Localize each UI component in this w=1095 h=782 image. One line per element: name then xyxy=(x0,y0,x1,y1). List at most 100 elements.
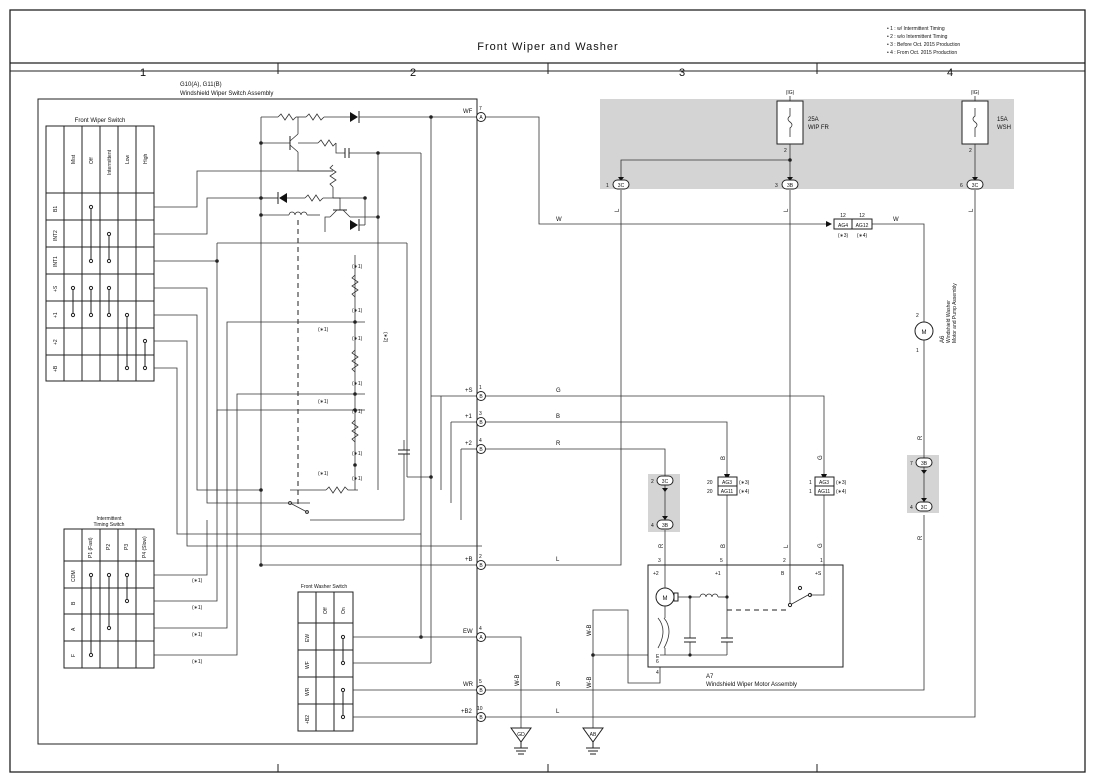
svg-text:G: G xyxy=(556,388,561,394)
svg-text:(∗1): (∗1) xyxy=(352,381,363,387)
svg-text:AG3: AG3 xyxy=(722,480,732,486)
svg-text:Windshield Washer: Windshield Washer xyxy=(946,300,952,343)
svg-text:WR: WR xyxy=(305,687,311,696)
zone-2: 2 xyxy=(410,67,416,79)
svg-text:+2: +2 xyxy=(465,441,473,447)
svg-text:2: 2 xyxy=(651,479,654,485)
zone-3: 3 xyxy=(679,67,685,79)
svg-text:1: 1 xyxy=(479,385,482,391)
svg-text:3C: 3C xyxy=(662,479,669,485)
svg-text:B: B xyxy=(479,563,483,569)
svg-text:(∗1): (∗1) xyxy=(192,605,203,611)
svg-text:+S: +S xyxy=(53,285,59,292)
junction-ag4-ag12: AG4 AG12 12 12 (∗3) (∗4) xyxy=(833,213,873,239)
svg-text:Windshield Wiper Motor Assembl: Windshield Wiper Motor Assembly xyxy=(706,682,797,688)
svg-text:B: B xyxy=(479,447,483,453)
svg-text:B: B xyxy=(721,544,727,548)
page-title: Front Wiper and Washer xyxy=(477,41,618,53)
top-connectors: 3C 1 3B 3 3C 6 xyxy=(606,177,984,190)
svg-text:2: 2 xyxy=(969,148,972,154)
svg-text:W-B: W-B xyxy=(515,674,521,686)
ground-ab: AB xyxy=(582,727,604,755)
svg-text:W: W xyxy=(556,217,562,223)
front-wiper-switch-title: Front Wiper Switch xyxy=(75,118,126,124)
svg-text:P2: P2 xyxy=(106,544,112,550)
svg-text:W-B: W-B xyxy=(587,624,593,636)
washer-switch-title: Front Washer Switch xyxy=(301,584,347,590)
svg-text:+S: +S xyxy=(815,571,822,577)
fuse-block-shade xyxy=(600,99,1014,189)
svg-text:(∗1): (∗1) xyxy=(352,264,363,270)
svg-text:+1: +1 xyxy=(465,414,473,420)
svg-text:F: F xyxy=(71,654,77,657)
svg-text:P3: P3 xyxy=(124,544,130,550)
svg-text:B: B xyxy=(479,715,483,721)
svg-text:Intermittent: Intermittent xyxy=(107,149,113,175)
svg-text:(∗1): (∗1) xyxy=(352,308,363,314)
note-2: • 2 : w/o Intermittent Timing xyxy=(887,34,948,40)
svg-text:WIP FR: WIP FR xyxy=(808,125,830,131)
svg-text:R: R xyxy=(918,535,924,540)
svg-text:3C: 3C xyxy=(618,183,625,189)
svg-text:3: 3 xyxy=(658,558,661,564)
svg-text:+B2: +B2 xyxy=(461,709,473,715)
note-1: • 1 : w/ Intermittent Timing xyxy=(887,26,945,32)
svg-text:Low: Low xyxy=(125,154,131,164)
svg-text:3: 3 xyxy=(775,183,778,189)
svg-text:E: E xyxy=(656,654,660,660)
svg-text:(∗1): (∗1) xyxy=(192,578,203,584)
svg-text:(∗1): (∗1) xyxy=(192,632,203,638)
svg-text:AG12: AG12 xyxy=(856,223,869,229)
timing-switch-title-2: Timing Switch xyxy=(94,522,125,528)
junction-ag3-ag11-g: AG3 AG11 1 1 (∗3) (∗4) xyxy=(809,476,847,496)
svg-text:5: 5 xyxy=(479,679,482,685)
svg-text:B1: B1 xyxy=(53,206,59,212)
svg-text:B: B xyxy=(479,420,483,426)
svg-text:L: L xyxy=(969,208,975,212)
svg-text:4: 4 xyxy=(656,670,659,676)
svg-text:WF: WF xyxy=(305,661,311,669)
svg-text:(∗1): (∗1) xyxy=(352,409,363,415)
svg-text:AG3: AG3 xyxy=(819,480,829,486)
svg-text:(IG): (IG) xyxy=(971,90,980,96)
zone-4: 4 xyxy=(947,67,953,79)
svg-text:(∗1): (∗1) xyxy=(352,336,363,342)
svg-text:WR: WR xyxy=(463,682,474,688)
svg-text:AB: AB xyxy=(590,732,597,738)
intermittent-timing-switch: Intermittent Timing Switch P1 (Fast) P2 … xyxy=(63,516,155,669)
svg-text:+1: +1 xyxy=(715,571,721,577)
svg-text:1: 1 xyxy=(809,480,812,486)
svg-text:(∗1): (∗1) xyxy=(352,451,363,457)
svg-text:L: L xyxy=(556,557,560,563)
svg-text:AG4: AG4 xyxy=(838,223,848,229)
svg-text:20: 20 xyxy=(707,480,713,486)
svg-text:GD: GD xyxy=(517,732,525,738)
svg-text:COM: COM xyxy=(71,570,77,582)
svg-text:B: B xyxy=(721,456,727,460)
svg-text:4: 4 xyxy=(479,626,482,632)
svg-text:7: 7 xyxy=(479,106,482,112)
svg-text:A: A xyxy=(479,635,483,641)
svg-text:(∗1): (∗1) xyxy=(318,471,329,477)
switch-assembly-name: Windshield Wiper Switch Assembly xyxy=(180,91,273,97)
svg-text:B: B xyxy=(556,414,560,420)
svg-text:EW: EW xyxy=(463,629,473,635)
note-3: • 3 : Before Oct. 2015 Production xyxy=(887,42,960,48)
notes: • 1 : w/ Intermittent Timing • 2 : w/o I… xyxy=(887,26,960,56)
svg-text:A6: A6 xyxy=(940,335,946,343)
svg-text:10: 10 xyxy=(477,706,483,712)
note-4: • 4 : From Oct. 2015 Production xyxy=(887,50,957,56)
svg-text:1: 1 xyxy=(606,183,609,189)
wiper-motor-assembly: 3 5 2 1 6 4 +2 +1 B +S E M xyxy=(647,558,844,688)
front-wiper-switch: Front Wiper Switch Mist Off Intermittent… xyxy=(45,118,155,382)
svg-text:4: 4 xyxy=(910,505,913,511)
svg-text:2: 2 xyxy=(916,313,919,319)
svg-text:Off: Off xyxy=(323,607,329,614)
svg-text:(∗1): (∗1) xyxy=(192,659,203,665)
svg-text:(∗4): (∗4) xyxy=(836,489,847,495)
svg-text:15A: 15A xyxy=(997,117,1008,123)
svg-text:(∗2): (∗2) xyxy=(382,332,388,343)
svg-text:12: 12 xyxy=(859,213,865,219)
svg-text:INT2: INT2 xyxy=(53,230,59,241)
external-wiring: W W G G B B R L L W-B R R L L L L xyxy=(486,116,976,728)
